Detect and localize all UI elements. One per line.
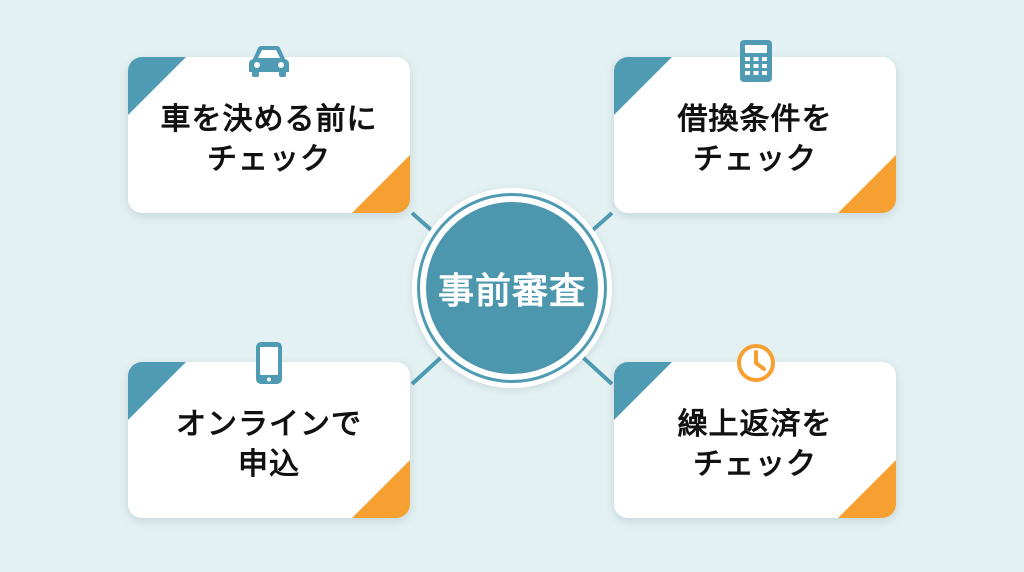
card-online-apply: オンラインで 申込: [128, 362, 410, 518]
card-title-line-1: オンラインで: [176, 407, 362, 442]
car-icon: [239, 38, 299, 84]
card-corner-teal: [614, 57, 672, 115]
card-car-check: 車を決める前に チェック: [128, 57, 410, 213]
card-prepayment: 繰上返済を チェック: [614, 362, 896, 518]
hub-ring: [417, 193, 607, 383]
central-hub: 事前審査: [412, 188, 612, 388]
card-loan-terms: 借換条件を チェック: [614, 57, 896, 213]
card-corner-orange: [352, 460, 410, 518]
card-title-line-2: チェック: [693, 142, 817, 177]
card-title-line-1: 借換条件を: [677, 102, 833, 137]
clock-icon: [726, 340, 786, 386]
calculator-icon: [726, 38, 786, 84]
card-corner-orange: [838, 460, 896, 518]
card-title-line-2: 申込: [238, 447, 300, 482]
card-title-line-1: 車を決める前に: [160, 102, 378, 137]
smartphone-icon: [239, 340, 299, 386]
card-corner-teal: [614, 362, 672, 420]
hub-core: 事前審査: [426, 202, 598, 374]
card-corner-teal: [128, 57, 186, 115]
hub-label: 事前審査: [437, 271, 586, 312]
card-title-line-2: チェック: [207, 142, 331, 177]
card-title-line-2: チェック: [693, 447, 817, 482]
card-corner-orange: [838, 155, 896, 213]
card-title-line-1: 繰上返済を: [677, 407, 833, 442]
card-corner-orange: [352, 155, 410, 213]
card-corner-teal: [128, 362, 186, 420]
